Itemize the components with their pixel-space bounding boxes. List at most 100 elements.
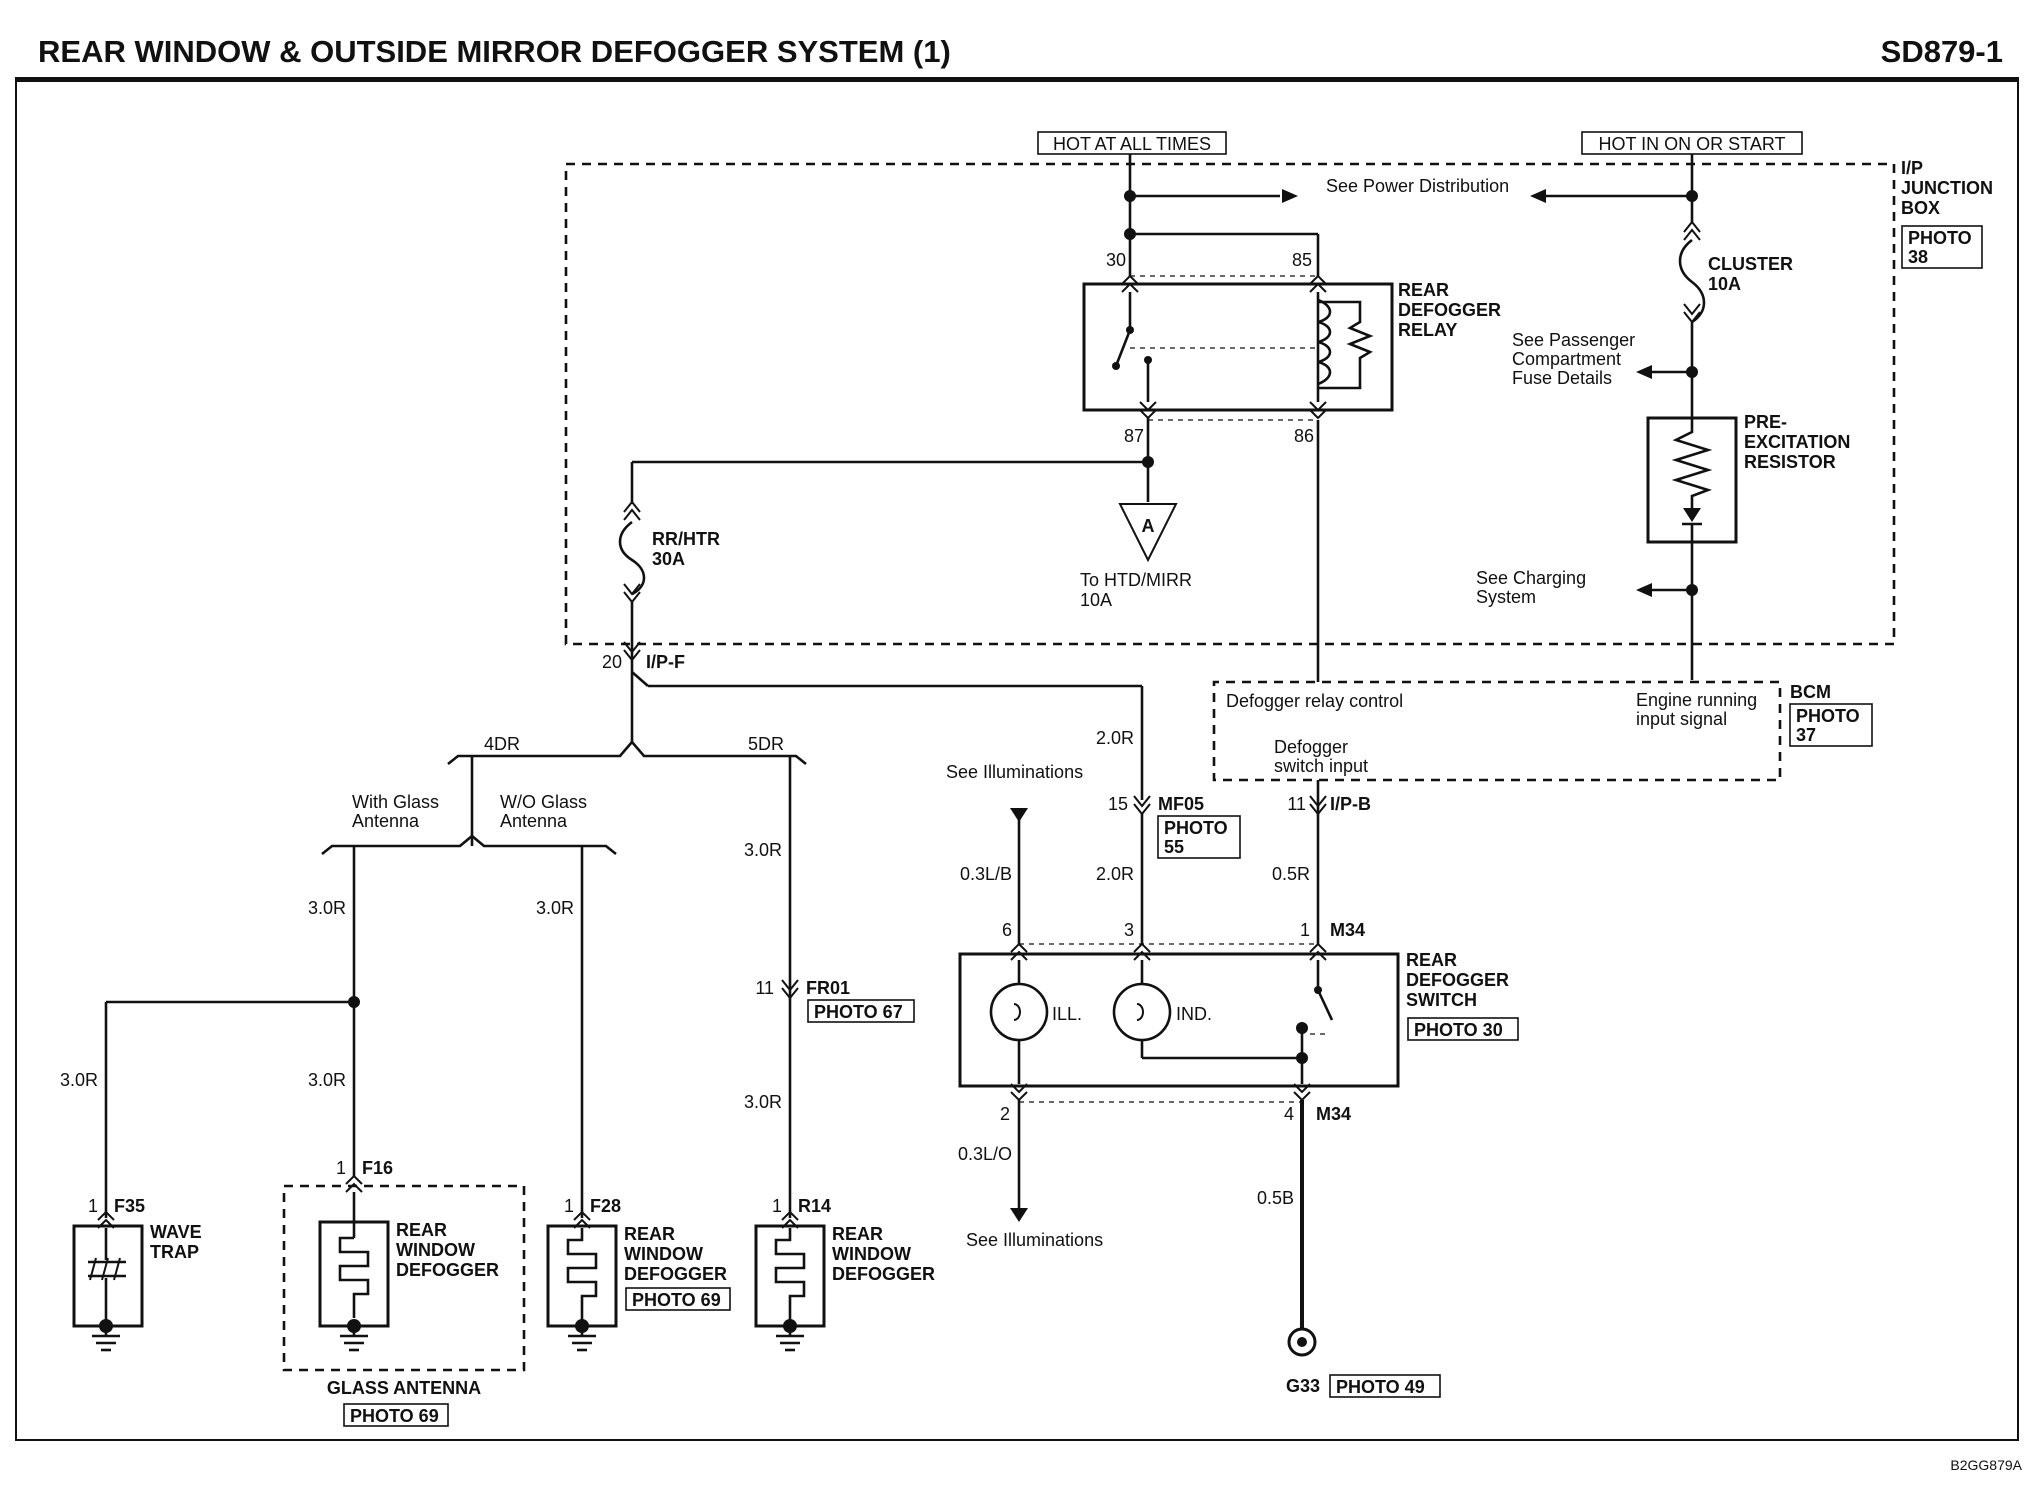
defogger-2-label-2: WINDOW [624, 1244, 703, 1264]
relay-label-2: DEFOGGER [1398, 300, 1501, 320]
defogger-grid-icon [774, 1228, 806, 1320]
switch-pin-3: 3 [1124, 920, 1134, 940]
arrow-right-icon [1282, 189, 1298, 203]
rr-htr-fuse-amps: 30A [652, 549, 685, 569]
rear-defogger-relay-box [1082, 282, 1394, 412]
rr-htr-fuse-icon [618, 520, 646, 596]
switch-pin-6: 6 [1002, 920, 1012, 940]
ip-b-connector: I/P-B [1330, 794, 1371, 814]
relay-contact-dot [1112, 362, 1120, 370]
ip-f-connector: I/P-F [646, 652, 685, 672]
switch-pin-2: 2 [1000, 1104, 1010, 1124]
wire-0-3lb: 0.3L/B [960, 864, 1012, 884]
relay-coil-resistor-icon [1318, 300, 1374, 390]
ind-lamp-label: IND. [1176, 1004, 1212, 1024]
defogger-2-label-1: REAR [624, 1224, 675, 1244]
r14-connector: R14 [798, 1196, 831, 1216]
wire-2-0r-upper: 2.0R [1096, 728, 1134, 748]
fr01-photo: PHOTO 67 [814, 1002, 903, 1022]
bcm-photo-label: PHOTO [1796, 706, 1860, 726]
cluster-fuse-amps: 10A [1708, 274, 1741, 294]
connector-chevron-icon [1309, 942, 1327, 961]
branch-4dr: 4DR [484, 734, 520, 754]
door-variant-bracket [447, 740, 807, 766]
defogger-3-label-1: REAR [832, 1224, 883, 1244]
wire-0-3lo: 0.3L/O [958, 1144, 1012, 1164]
f16-connector: F16 [362, 1158, 393, 1178]
cluster-fuse-icon [1678, 238, 1706, 324]
switch-arm [1316, 989, 1334, 1021]
fr01-photo-box [807, 999, 915, 1023]
wire-3-0r-wave: 3.0R [60, 1070, 98, 1090]
charging-line-1: See Charging [1476, 568, 1586, 588]
junction-photo-label: PHOTO [1908, 228, 1972, 248]
wave-trap-hatch [89, 1257, 121, 1281]
diagram-code: SD879-1 [1881, 34, 2003, 69]
wire-0-5r: 0.5R [1272, 864, 1310, 884]
ground-icon [776, 1319, 804, 1352]
defogger-1-label-2: WINDOW [396, 1240, 475, 1260]
junction-box-label-3: BOX [1901, 198, 1940, 218]
diode-icon [1683, 508, 1701, 522]
relay-pin-30: 30 [1106, 250, 1126, 270]
connector-chevron-icon [623, 500, 641, 521]
ip-f-connector-icon [623, 641, 641, 662]
splice-dot [1686, 190, 1698, 202]
hot-at-all-times-box [1037, 131, 1227, 155]
see-illuminations-bottom: See Illuminations [966, 1230, 1103, 1250]
wire-3-0r-with: 3.0R [308, 898, 346, 918]
relay-contact-dot [1144, 356, 1152, 364]
junction-box-label-1: I/P [1901, 158, 1923, 178]
defogger-1-label-1: REAR [396, 1220, 447, 1240]
see-illuminations-top: See Illuminations [946, 762, 1083, 782]
arrow-down-icon [1010, 1208, 1028, 1222]
mf05-connector: MF05 [1158, 794, 1204, 814]
ground-name: G33 [1286, 1376, 1320, 1396]
defogger-3-label-3: DEFOGGER [832, 1264, 935, 1284]
wave-trap-label-2: TRAP [150, 1242, 199, 1262]
passenger-fuse-line-1: See Passenger [1512, 330, 1635, 350]
switch-label-3: SWITCH [1406, 990, 1477, 1010]
see-power-distribution: See Power Distribution [1326, 176, 1509, 196]
resistor-label-3: RESISTOR [1744, 452, 1836, 472]
m34-bottom-connector: M34 [1316, 1104, 1351, 1124]
connector-a-letter: A [1142, 516, 1155, 536]
mf05-photo-number: 55 [1164, 837, 1184, 857]
glass-antenna-label: GLASS ANTENNA [327, 1378, 481, 1398]
m34-top-connector: M34 [1330, 920, 1365, 940]
connector-chevron-icon [1010, 942, 1028, 961]
wave-trap-label-1: WAVE [150, 1222, 202, 1242]
junction-box-label-2: JUNCTION [1901, 178, 1993, 198]
wire-3-0r-defogger: 3.0R [308, 1070, 346, 1090]
defogger-2-label-3: DEFOGGER [624, 1264, 727, 1284]
defogger-grid-icon [338, 1236, 370, 1318]
connector-chevron-icon [1133, 942, 1151, 961]
ground-photo: PHOTO 49 [1336, 1377, 1425, 1397]
hot-in-on-label: HOT IN ON OR START [1598, 134, 1785, 154]
bcm-relay-control: Defogger relay control [1226, 691, 1403, 711]
relay-label-3: RELAY [1398, 320, 1457, 340]
cluster-fuse-name: CLUSTER [1708, 254, 1793, 274]
switch-pin-4: 4 [1284, 1104, 1294, 1124]
mf05-photo-label: PHOTO [1164, 818, 1228, 838]
wire-3-0r-5dr-upper: 3.0R [744, 840, 782, 860]
f16-pin: 1 [336, 1158, 346, 1178]
connector-chevron-icon [623, 583, 641, 604]
bcm-outline [1212, 680, 1782, 782]
ground-icon [92, 1319, 120, 1352]
ill-lamp-label: ILL. [1052, 1004, 1082, 1024]
f28-connector: F28 [590, 1196, 621, 1216]
arrow-left-icon [1530, 189, 1546, 203]
resistor-icon [1671, 418, 1713, 508]
mf05-pin: 15 [1108, 794, 1128, 814]
passenger-fuse-line-3: Fuse Details [1512, 368, 1612, 388]
fr01-connector: FR01 [806, 978, 850, 998]
splice-dot [1296, 1052, 1308, 1064]
ground-photo-box [1329, 1374, 1441, 1398]
antenna-variant-bracket [321, 834, 617, 856]
fr01-connector-icon [781, 979, 799, 1000]
hot-at-all-times-label: HOT AT ALL TIMES [1053, 134, 1211, 154]
connector-a-triangle [1118, 503, 1178, 563]
relay-pin-87: 87 [1124, 426, 1144, 446]
defogger-3-label-2: WINDOW [832, 1244, 911, 1264]
